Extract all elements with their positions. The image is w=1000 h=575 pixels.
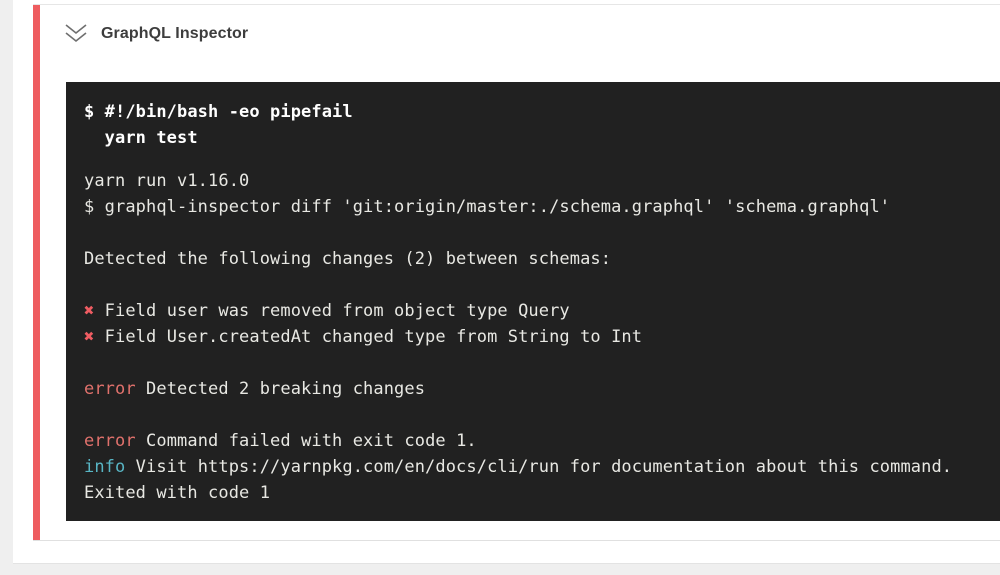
terminal-text-cross: ✖ — [84, 327, 95, 347]
terminal-text: yarn run v1.16.0 — [84, 171, 250, 191]
terminal-output: $ #!/bin/bash -eo pipefail yarn test yarn… — [66, 82, 1000, 521]
terminal-line: yarn test — [84, 125, 980, 151]
terminal-text-cross: ✖ — [84, 301, 95, 321]
terminal-line: Exited with code 1 — [84, 480, 980, 506]
terminal-line: info Visit https://yarnpkg.com/en/docs/c… — [84, 454, 980, 480]
terminal-text: $ graphql-inspector diff 'git:origin/mas… — [84, 197, 891, 217]
terminal-line: $ graphql-inspector diff 'git:origin/mas… — [84, 194, 980, 220]
terminal-text: Visit https://yarnpkg.com/en/docs/cli/ru… — [125, 457, 953, 477]
terminal-text-cyan: info — [84, 457, 126, 477]
terminal-line: $ #!/bin/bash -eo pipefail — [84, 99, 980, 125]
terminal-text: $ #!/bin/bash -eo pipefail — [84, 102, 353, 122]
step-header[interactable]: GraphQL Inspector — [33, 5, 1000, 63]
terminal-line — [84, 220, 980, 246]
terminal-text-red: error — [84, 431, 136, 451]
terminal-line — [84, 151, 980, 168]
terminal-text: Detected 2 breaking changes — [135, 379, 426, 399]
failed-step-card: GraphQL Inspector $ #!/bin/bash -eo pipe… — [33, 4, 1000, 541]
terminal-line: yarn run v1.16.0 — [84, 168, 980, 194]
terminal-text-red: error — [84, 379, 136, 399]
terminal-text: Field user was removed from object type … — [94, 301, 570, 321]
terminal-text: Field User.createdAt changed type from S… — [94, 327, 643, 347]
failed-step-accent-bar — [33, 5, 40, 540]
terminal-text: Command failed with exit code 1. — [135, 431, 477, 451]
terminal-text: Exited with code 1 — [84, 483, 271, 503]
terminal-line: ✖ Field User.createdAt changed type from… — [84, 324, 980, 350]
terminal-line: error Detected 2 breaking changes — [84, 376, 980, 402]
double-chevron-down-icon[interactable] — [63, 23, 89, 45]
terminal-line — [84, 402, 980, 428]
terminal-line — [84, 350, 980, 376]
step-title: GraphQL Inspector — [101, 25, 249, 42]
terminal-line — [84, 272, 980, 298]
terminal-text: yarn test — [84, 128, 198, 148]
build-output-panel: GraphQL Inspector $ #!/bin/bash -eo pipe… — [13, 0, 1000, 564]
terminal-line: Detected the following changes (2) betwe… — [84, 246, 980, 272]
terminal-line: error Command failed with exit code 1. — [84, 428, 980, 454]
terminal-line: ✖ Field user was removed from object typ… — [84, 298, 980, 324]
terminal-text: Detected the following changes (2) betwe… — [84, 249, 612, 269]
